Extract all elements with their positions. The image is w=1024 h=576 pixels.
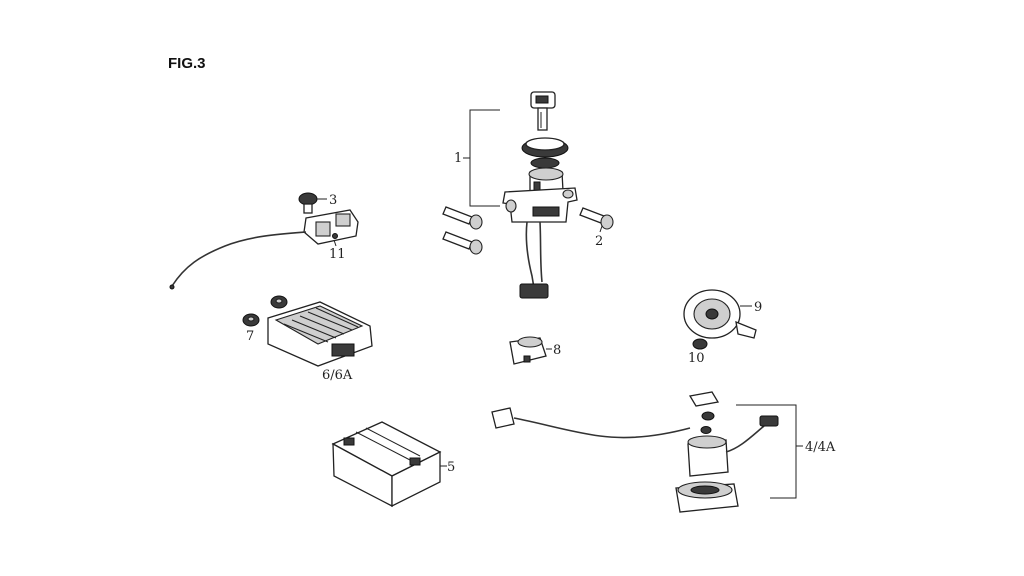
part-battery [331, 421, 442, 508]
callout-5: 5 [447, 460, 455, 475]
part-starter-relay [491, 391, 779, 513]
part-regulator-rectifier [267, 301, 373, 367]
callout-3: 3 [329, 193, 337, 208]
callout-8: 8 [553, 343, 561, 358]
part-nuts [242, 295, 288, 327]
part-relay [509, 336, 547, 365]
callout-2: 2 [595, 234, 603, 249]
callout-1: 1 [454, 151, 462, 166]
part-ignition-switch [502, 91, 578, 299]
part-horn [683, 289, 757, 339]
part-small-nut [692, 338, 708, 350]
callout-10: 10 [688, 351, 705, 366]
part-screw [298, 192, 318, 214]
figure-title: FIG.3 [168, 55, 206, 72]
part-bolts [442, 206, 614, 255]
leader-bracket-1 [469, 109, 500, 207]
part-sensor-with-wire [169, 209, 359, 290]
callout-7: 7 [246, 329, 254, 344]
leader-bracket-4 [736, 404, 797, 499]
callout-9: 9 [754, 300, 762, 315]
callout-11: 11 [329, 247, 346, 262]
ignition-key [530, 91, 556, 131]
callout-6: 6/6A [322, 368, 353, 383]
callout-4: 4/4A [805, 440, 836, 455]
